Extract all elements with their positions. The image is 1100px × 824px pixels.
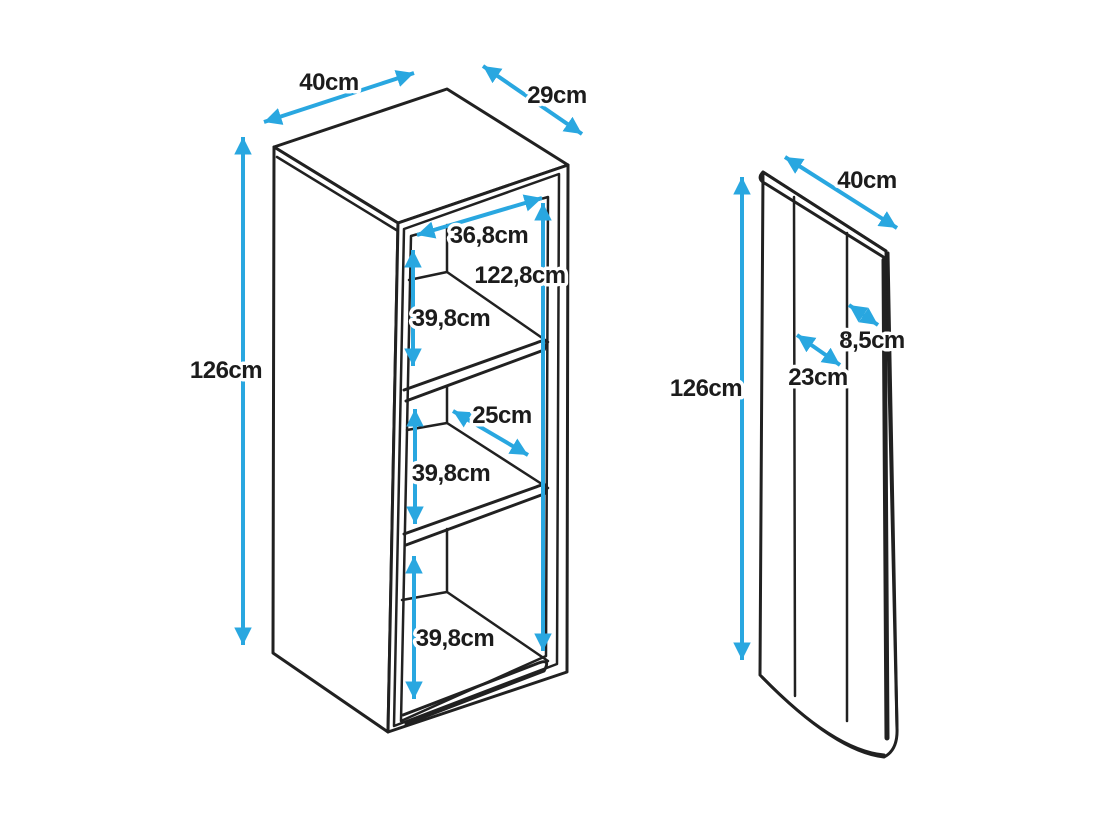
cabinet-interior-depth-arrow xyxy=(451,409,530,457)
door-groove-line-1 xyxy=(792,195,797,698)
door-top-edge-inner xyxy=(758,170,888,260)
cabinet-width-arrow xyxy=(263,70,415,125)
door-view xyxy=(758,170,899,759)
cabinet-depth-label: 29cm xyxy=(527,82,586,109)
door-outline xyxy=(758,170,899,759)
compartment-2-height-label: 39,8cm xyxy=(412,460,490,487)
compartment-1-height-label: 39,8cm xyxy=(412,305,490,332)
cabinet-interior-depth-label: 25cm xyxy=(472,402,531,429)
door-right-edge-outer xyxy=(886,251,899,730)
cabinet-depth-arrow xyxy=(481,64,584,136)
door-edge-offset-arrow xyxy=(847,303,880,327)
cabinet-interior-width-arrow xyxy=(416,194,543,239)
door-groove-spacing-label: 23cm xyxy=(788,364,847,391)
cabinet-front-frame-line xyxy=(392,172,561,728)
cabinet-width-label: 40cm xyxy=(299,69,358,96)
dimension-labels: 40cm 29cm 126cm 36,8cm 122,8cm 39,8cm 25… xyxy=(186,66,908,656)
compartment-3-height-label: 39,8cm xyxy=(416,625,494,652)
door-height-label: 126cm xyxy=(670,375,742,402)
cabinet-side-panel xyxy=(271,145,400,734)
cabinet-interior-height-label: 122,8cm xyxy=(474,262,565,289)
door-right-edge-inner xyxy=(881,257,890,741)
cabinet-bottom-panel xyxy=(401,660,549,726)
door-groove-spacing-arrow xyxy=(795,333,842,367)
cabinet-side-top-edge-line xyxy=(275,155,400,233)
dimension-arrows xyxy=(234,64,899,699)
door-width-arrow xyxy=(783,155,899,230)
cabinet-height-label: 126cm xyxy=(190,357,262,384)
door-width-label: 40cm xyxy=(837,167,896,194)
door-bottom-edge xyxy=(760,675,886,757)
door-edge-offset-label: 8,5cm xyxy=(839,327,905,354)
cabinet-interior-width-label: 36,8cm xyxy=(450,222,528,249)
